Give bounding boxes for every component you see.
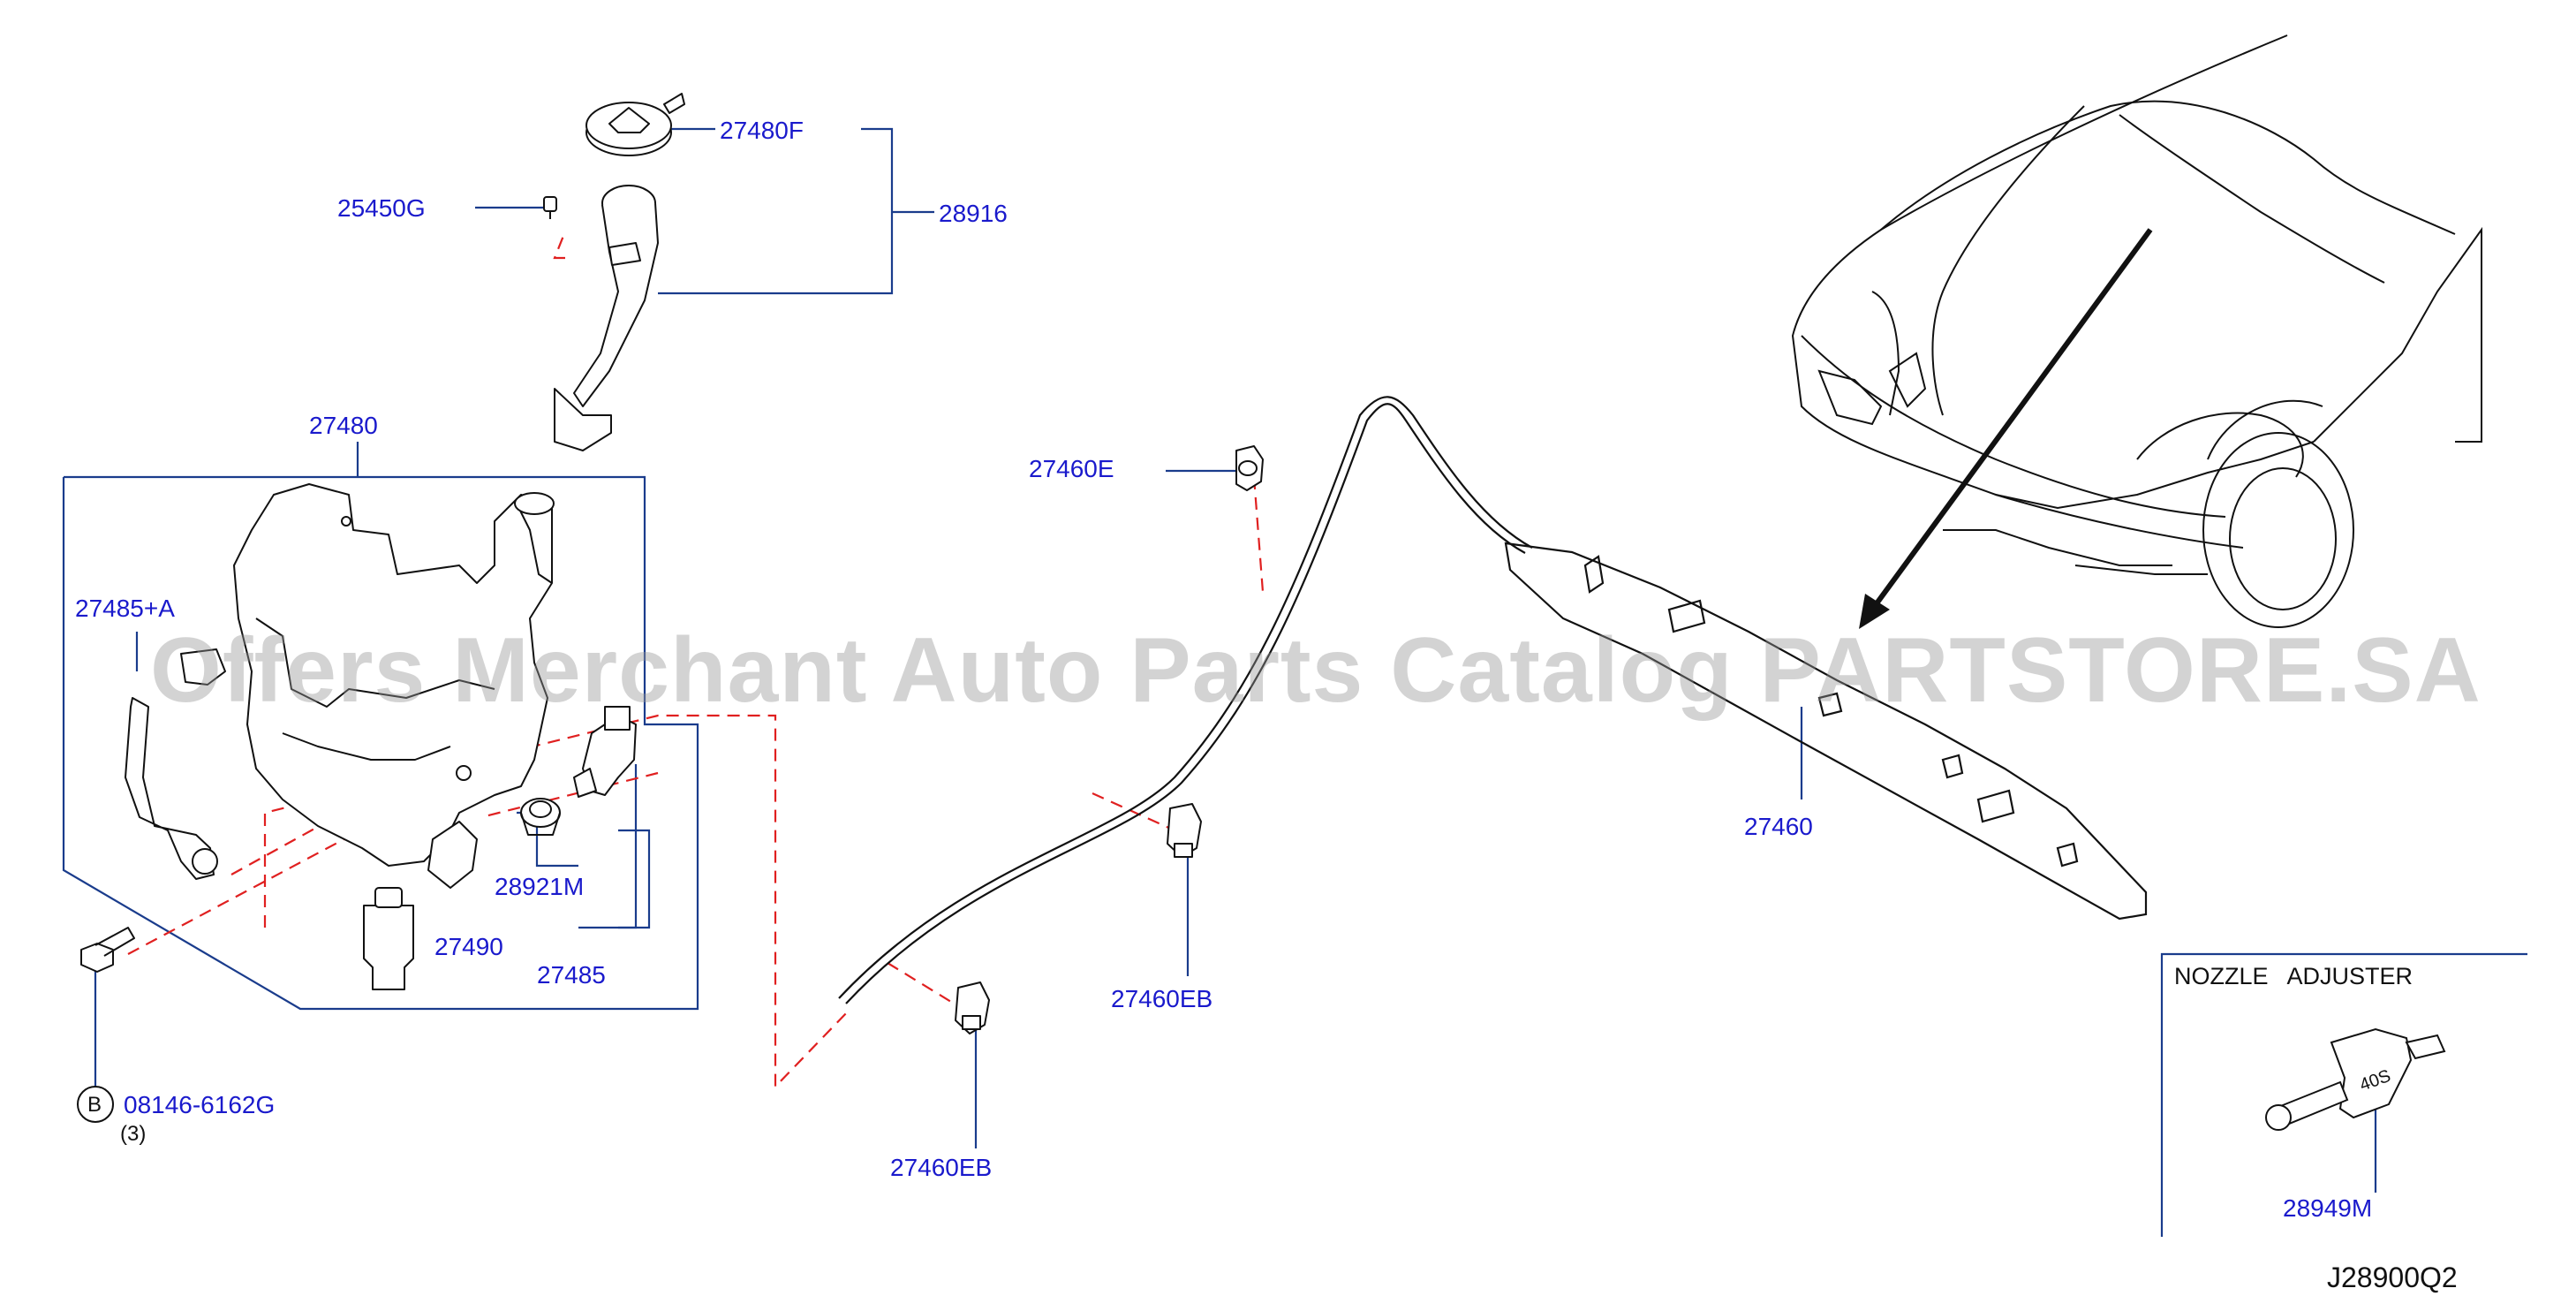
part-label-25450G[interactable]: 25450G bbox=[337, 194, 426, 222]
washer-pump-art bbox=[573, 706, 637, 798]
clip-art bbox=[543, 196, 557, 219]
dashed-connectors bbox=[127, 231, 1265, 1089]
washer-tank-art bbox=[233, 483, 555, 889]
bolt-art bbox=[80, 927, 135, 973]
part-label-27490[interactable]: 27490 bbox=[434, 933, 503, 960]
part-label-28949M[interactable]: 28949M bbox=[2283, 1194, 2373, 1222]
filter-art bbox=[363, 887, 414, 990]
nozzle-adjuster-art: 40S bbox=[2265, 1027, 2446, 1131]
part-label-27460E[interactable]: 27460E bbox=[1029, 455, 1114, 482]
callout-quantity: (3) bbox=[120, 1122, 147, 1146]
callout-b-circle bbox=[77, 1086, 114, 1123]
watermark-text: Offers Merchant Auto Parts Catalog PARTS… bbox=[150, 619, 2482, 722]
level-sensor-art bbox=[125, 648, 226, 880]
inset-frame bbox=[2160, 952, 2527, 1237]
washer-hose-art bbox=[838, 396, 2148, 1004]
part-label-27485-a[interactable]: 27485+A bbox=[75, 595, 175, 622]
part-label-27460[interactable]: 27460 bbox=[1744, 813, 1813, 840]
hose-clip-e-art bbox=[1235, 445, 1264, 491]
leader-lines bbox=[62, 127, 2377, 1193]
grommet-art bbox=[520, 798, 561, 836]
callout-badge-letter: B bbox=[87, 1093, 102, 1117]
part-label-27485[interactable]: 27485 bbox=[537, 961, 606, 989]
part-label-27460EB-lower[interactable]: 27460EB bbox=[890, 1154, 993, 1181]
hose-clip-eb-art bbox=[955, 803, 1202, 1034]
location-arrow bbox=[1859, 228, 2153, 629]
part-label-27480[interactable]: 27480 bbox=[309, 412, 378, 439]
filler-cap-art bbox=[585, 93, 685, 156]
part-label-27480F[interactable]: 27480F bbox=[720, 117, 804, 144]
part-label-28916[interactable]: 28916 bbox=[939, 200, 1008, 227]
filler-neck-art bbox=[554, 185, 659, 451]
part-label-08146-6162G[interactable]: 08146-6162G bbox=[124, 1091, 276, 1118]
part-art bbox=[80, 93, 1264, 1034]
part-label-28921M[interactable]: 28921M bbox=[495, 873, 585, 900]
diagram-code: J28900Q2 bbox=[2327, 1262, 2458, 1293]
vehicle-outline-art bbox=[1791, 34, 2482, 628]
inset-title: NOZZLE ADJUSTER bbox=[2174, 963, 2414, 989]
part-label-27460EB-upper[interactable]: 27460EB bbox=[1111, 985, 1213, 1012]
